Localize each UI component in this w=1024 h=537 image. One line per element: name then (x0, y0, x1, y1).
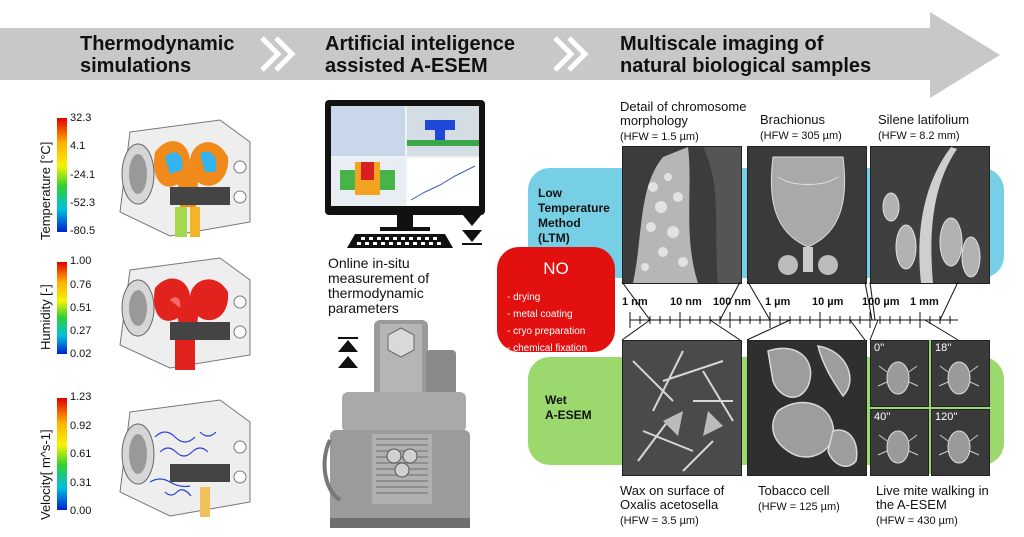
scale-label-1nm: 1 nm (622, 296, 648, 308)
colorbar-velocity (57, 398, 67, 510)
colorbar-title-humidity: Humidity [-] (38, 284, 53, 350)
colorbar-tick: -52.3 (70, 197, 96, 209)
colorbar-tick: 0.76 (70, 279, 92, 291)
sem-image-brachionus (747, 146, 867, 284)
arrow-down-icon (462, 214, 482, 245)
colorbar-tick: 0.31 (70, 477, 92, 489)
colorbar-tick: -24.1 (70, 169, 96, 181)
arrow-up-icon (338, 337, 358, 368)
colorbar-temperature (57, 118, 67, 232)
caption-silene: Silene latifolium (HFW = 8.2 mm) (878, 112, 970, 143)
no-box: NO - drying - metal coating - cryo prepa… (497, 247, 615, 354)
caption-chromosome: Detail of chromosome morphology (HFW = 1… (620, 99, 747, 144)
colorbar-tick: -80.5 (70, 225, 96, 237)
sem-image-chromosome (622, 146, 742, 284)
header-arrow (0, 12, 1000, 98)
header-multiscale: Multiscale imaging of natural biological… (620, 33, 872, 77)
scale-label-1mm: 1 mm (910, 296, 939, 308)
chamber-simulation-velocity (119, 399, 251, 517)
colorbar-tick: 0.92 (70, 420, 92, 432)
colorbar-tick: 0.00 (70, 505, 92, 517)
scale-label-10nm: 10 nm (670, 296, 702, 308)
colorbar-tick: 0.27 (70, 325, 92, 337)
colorbar-tick: 0.02 (70, 348, 92, 360)
colorbar-title-velocity: Velocity[ m^s-1] (38, 429, 53, 520)
scale-label-1um: 1 µm (765, 296, 791, 308)
colorbar-tick: 4.1 (70, 140, 86, 152)
header-thermodynamic: Thermodynamic simulations (80, 33, 235, 77)
sem-image-wax (622, 340, 742, 476)
scale-label-100um: 100 µm (862, 296, 900, 308)
colorbar-tick: 0.51 (70, 302, 92, 314)
chamber-simulation-temperature (119, 119, 251, 237)
caption-mite: Live mite walking in the A-ESEM (HFW = 4… (876, 483, 989, 528)
chevron-icon (260, 36, 296, 72)
keyboard-icon (347, 234, 453, 248)
mite-bodies (877, 361, 980, 464)
caption-brachionus: Brachionus (HFW = 305 µm) (760, 112, 842, 143)
colorbar-tick: 1.00 (70, 255, 92, 267)
header-ai-esem: Artificial inteligence assisted A-ESEM (325, 33, 516, 77)
chevron-icon (553, 36, 589, 72)
chamber-simulation-humidity (119, 257, 251, 370)
no-title: NO (543, 259, 569, 278)
esem-microscope (322, 320, 470, 528)
monitor-caption: Online in-situ measurement of thermodyna… (328, 255, 430, 316)
scale-label-100nm: 100 nm (713, 296, 751, 308)
scale-ruler (621, 282, 959, 341)
ltm-label: Low Temperature Method (LTM) (538, 186, 610, 245)
sem-image-tobacco (747, 340, 867, 476)
colorbar-tick: 32.3 (70, 112, 92, 124)
colorbar-humidity (57, 262, 67, 354)
sem-image-silene (870, 146, 990, 284)
colorbar-tick: 0.61 (70, 448, 92, 460)
colorbar-tick: 1.23 (70, 391, 92, 403)
monitor-icon (325, 100, 485, 231)
no-items: - drying - metal coating - cryo preparat… (507, 292, 588, 354)
scale-label-10um: 10 µm (812, 296, 844, 308)
caption-tobacco: Tobacco cell (HFW = 125 µm) (758, 483, 840, 514)
wet-label: Wet A-ESEM (545, 393, 592, 422)
caption-wax: Wax on surface of Oxalis acetosella (HFW… (620, 483, 725, 528)
colorbar-title-temperature: Temperature [°C] (38, 141, 53, 240)
